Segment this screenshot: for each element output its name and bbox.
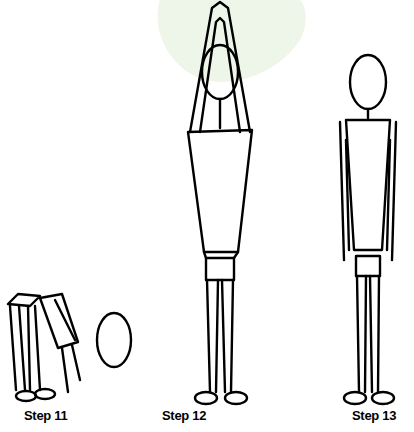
bent-figure (8, 294, 131, 401)
step-label: Step 11 (24, 408, 67, 423)
step-label: Step 13 (352, 408, 396, 423)
step-label: Step 12 (162, 408, 206, 423)
arms-raised-figure (188, 2, 252, 404)
standing-figure (340, 55, 396, 404)
